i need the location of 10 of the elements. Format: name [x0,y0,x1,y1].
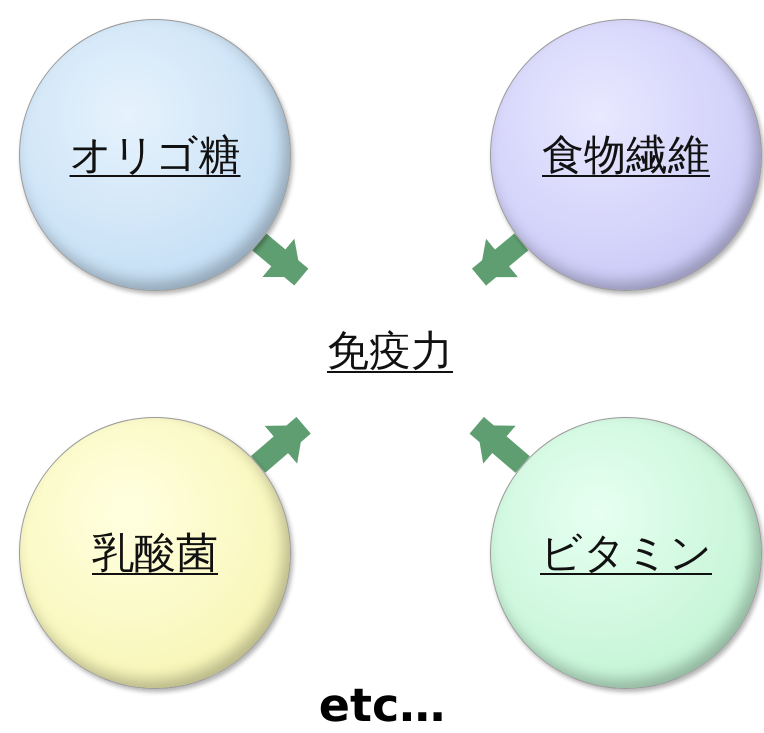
note-text: etc… [318,678,446,732]
arrow [250,416,311,473]
topic-label: オリゴ糖 [70,129,240,181]
topic-label: ビタミン [540,527,712,579]
arrow [472,233,528,286]
arrow [470,416,530,473]
center-label: 免疫力 [327,325,453,377]
topic-label: 乳酸菌 [92,527,218,579]
arrow [252,234,308,286]
topic-label: 食物繊維 [542,129,710,181]
